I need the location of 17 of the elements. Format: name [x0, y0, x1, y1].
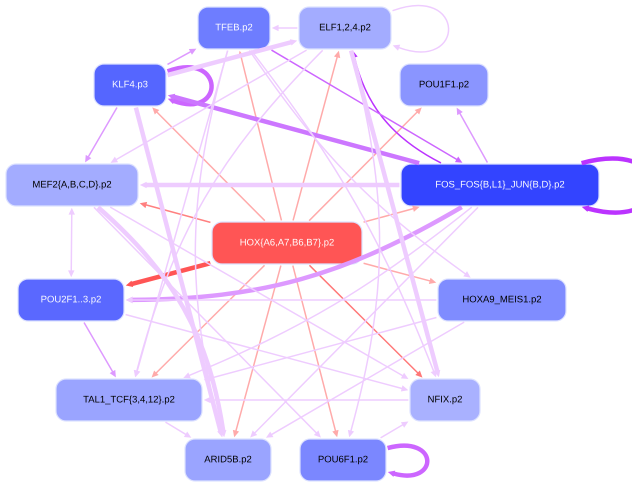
arrow	[166, 65, 214, 106]
arrow	[581, 156, 632, 214]
node-box: POU1F1.p2	[399, 63, 489, 107]
node-box: MEF2{A,B,C,D}.p2	[5, 163, 139, 207]
node-box: HOXA9_MEIS1.p2	[437, 278, 567, 322]
node-box: HOX{A6,A7,B6,B7}.p2	[211, 221, 363, 265]
node-box: KLF4.p3	[93, 63, 167, 107]
node-box: TFEB.p2	[197, 6, 271, 50]
node-box: ARID5B.p2	[184, 438, 272, 482]
arrow	[392, 5, 450, 52]
arrow	[387, 444, 430, 478]
node-box: FOS_FOS{B,L1}_JUN{B,D}.p2	[400, 163, 600, 207]
node-box: POU6F1.p2	[299, 438, 387, 482]
node-box: ELF1,2,4.p2	[298, 6, 392, 50]
node-box: NFIX.p2	[409, 378, 481, 422]
node-box: TAL1_TCF{3,4,12}.p2	[55, 378, 203, 422]
node-box: POU2F1..3.p2	[17, 278, 125, 322]
